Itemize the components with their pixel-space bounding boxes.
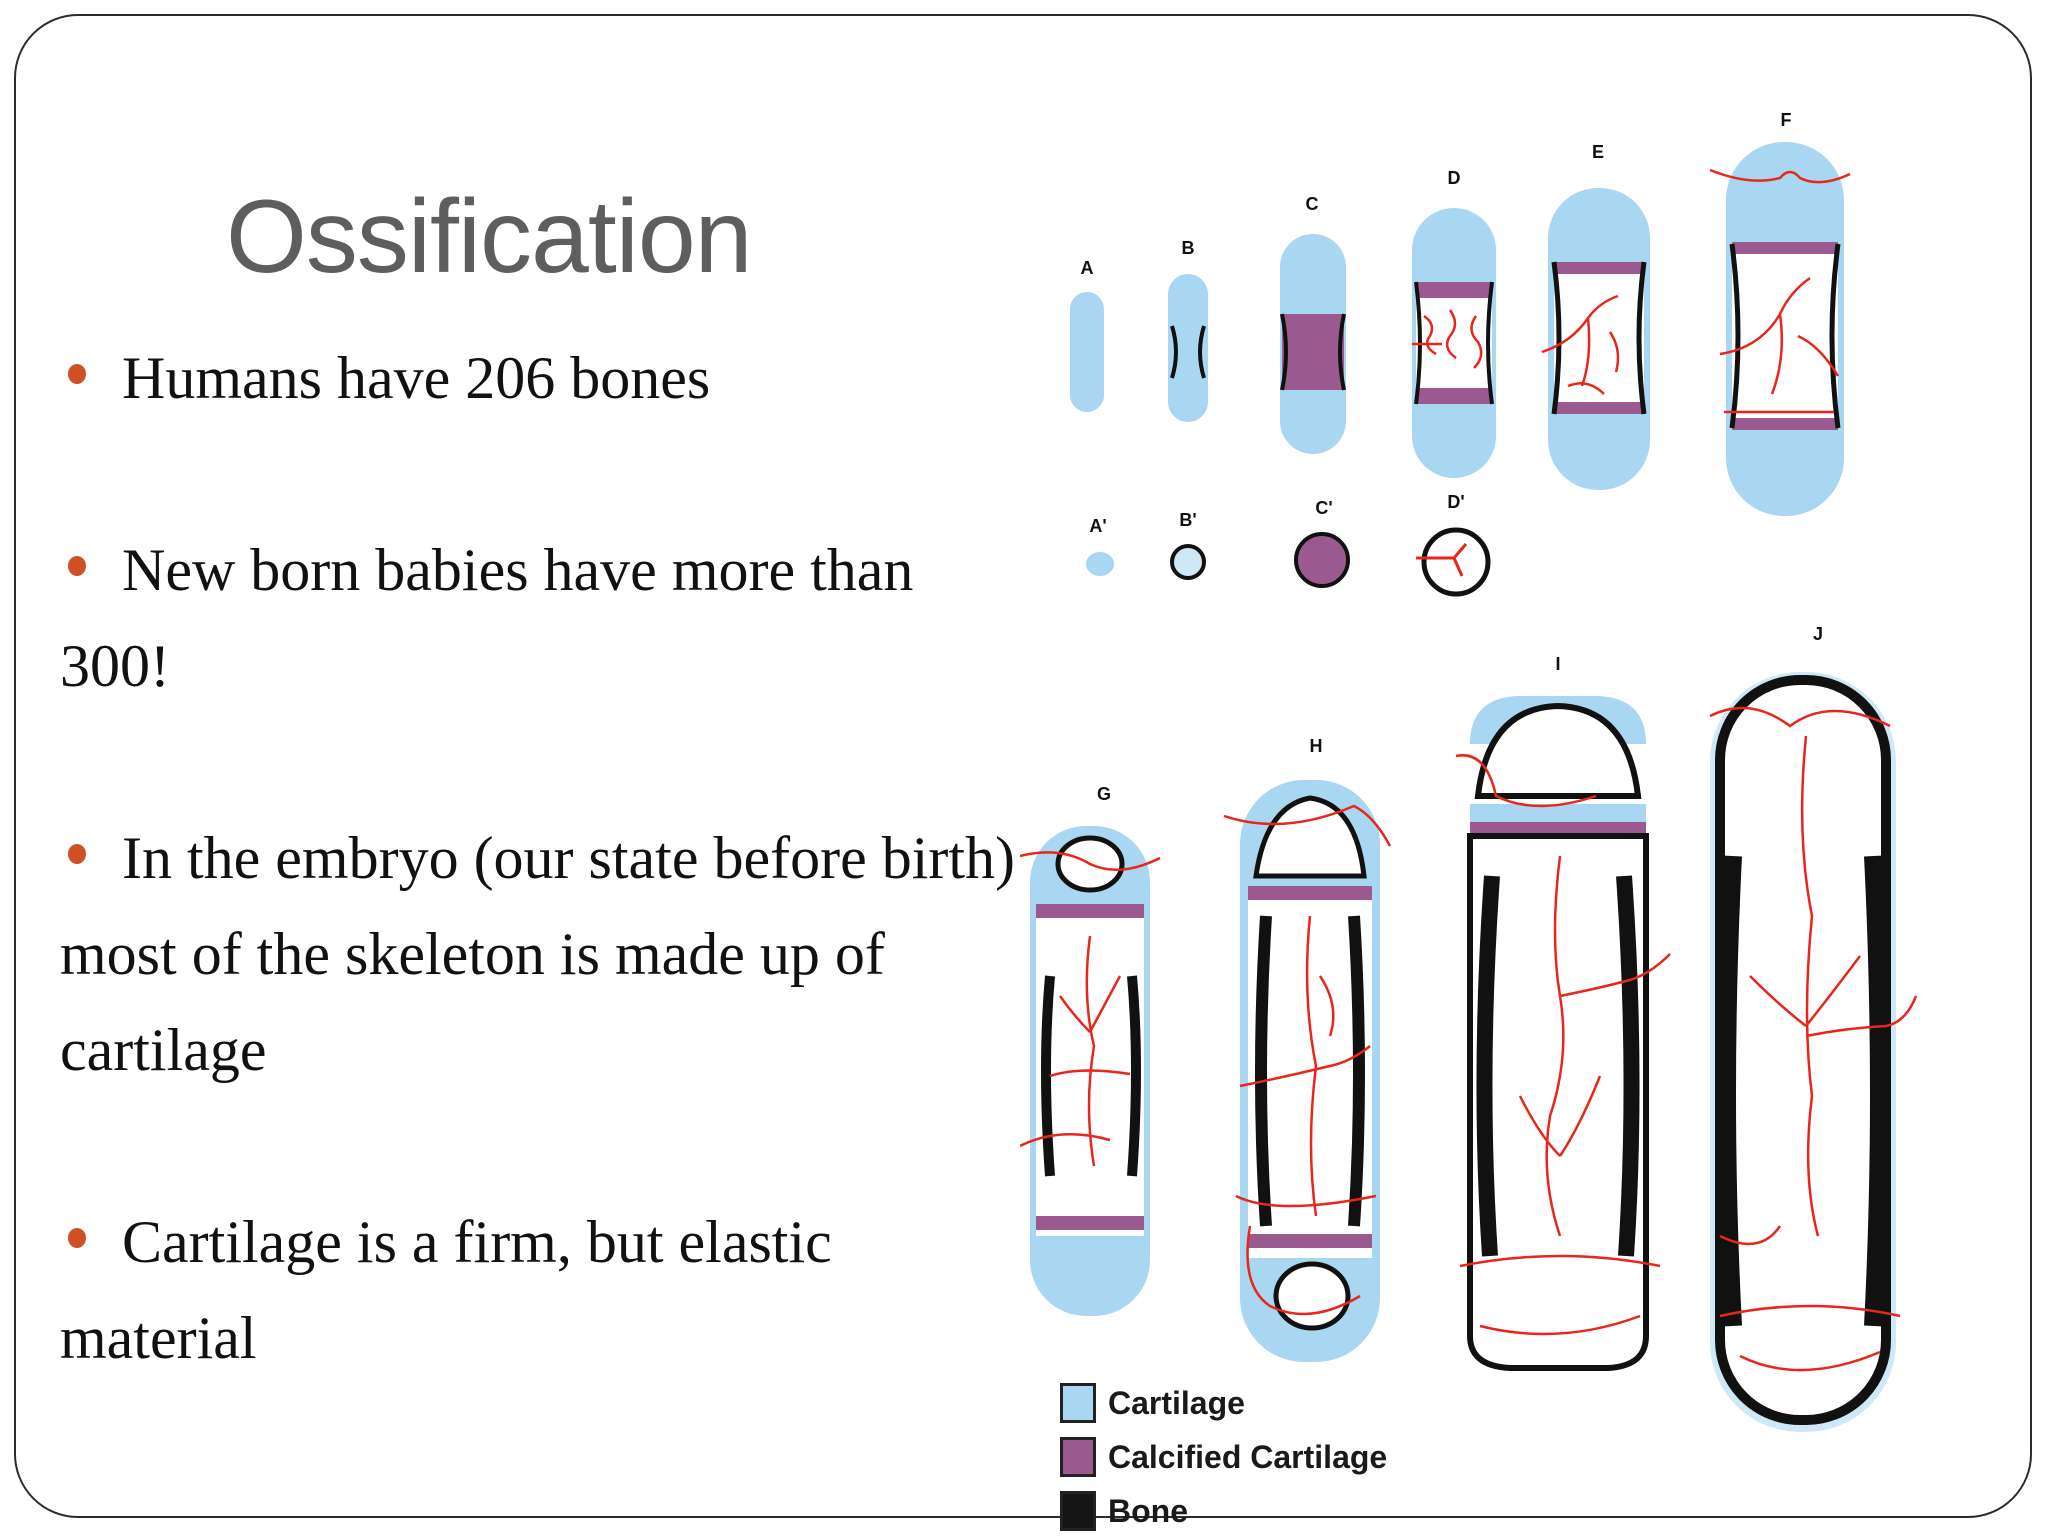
ossification-diagram: A B C D — [1020, 96, 2030, 1532]
stage-e: E — [1541, 142, 1650, 490]
stage-label: J — [1813, 624, 1823, 644]
legend-label: Bone — [1108, 1492, 1188, 1529]
bullet-dot-icon — [68, 364, 86, 384]
stage-b: B — [1168, 238, 1208, 422]
bullet-item: Humans have 206 bones — [60, 330, 1020, 426]
stage-label: B' — [1179, 510, 1196, 530]
stage-h: H — [1223, 736, 1392, 1362]
stage-label: A' — [1089, 516, 1106, 536]
bullet-item: In the embryo (our state before birth) m… — [60, 810, 1020, 1098]
bullet-text: Humans have 206 bones — [122, 345, 711, 411]
stage-label: A — [1081, 258, 1094, 278]
stage-c: C — [1280, 194, 1346, 454]
legend-label: Cartilage — [1108, 1384, 1245, 1421]
legend-item-bone: Bone — [1060, 1484, 1387, 1538]
ossification-stages-illustration: A B C D — [1020, 110, 1918, 1432]
stage-j: J — [1709, 624, 1918, 1432]
legend-label: Calcified Cartilage — [1108, 1438, 1388, 1475]
section-b-prime: B' — [1170, 510, 1206, 580]
calcified-swatch — [1060, 1437, 1096, 1477]
stage-a: A — [1070, 258, 1104, 412]
bullet-item: Cartilage is a firm, but elastic materia… — [60, 1194, 1020, 1386]
slide-title: Ossification — [226, 179, 753, 295]
bullet-dot-icon — [68, 844, 86, 864]
bullet-dot-icon — [68, 556, 86, 576]
stage-label: C' — [1315, 498, 1332, 518]
bullet-text: Cartilage is a firm, but elastic materia… — [60, 1209, 832, 1371]
section-c-prime: C' — [1294, 498, 1350, 588]
stage-label: G — [1097, 784, 1111, 804]
stage-i: I — [1455, 654, 1671, 1371]
stage-label: D — [1448, 168, 1461, 188]
legend-item-cartilage: Cartilage — [1060, 1376, 1387, 1430]
bone-swatch — [1060, 1491, 1096, 1531]
bullet-text: In the embryo (our state before birth) m… — [60, 825, 1015, 1083]
section-d-prime: D' — [1416, 492, 1491, 597]
stage-label: F — [1781, 110, 1792, 130]
slide-frame — [14, 14, 2032, 1518]
stage-label: D' — [1447, 492, 1464, 512]
stage-label: H — [1310, 736, 1323, 756]
figure-legend: Cartilage Calcified Cartilage Bone — [1060, 1376, 1387, 1538]
stage-f: F — [1709, 110, 1851, 516]
bullet-dot-icon — [68, 1228, 86, 1248]
cartilage-swatch — [1060, 1383, 1096, 1423]
stage-d: D — [1412, 168, 1496, 478]
stage-label: C — [1306, 194, 1319, 214]
stage-g: G — [1020, 784, 1161, 1316]
bullet-text: New born babies have more than 300! — [60, 537, 914, 699]
stage-label: B — [1182, 238, 1195, 258]
stage-label: I — [1555, 654, 1560, 674]
legend-item-calcified: Calcified Cartilage — [1060, 1430, 1387, 1484]
stage-label: E — [1592, 142, 1604, 162]
section-a-prime: A' — [1086, 516, 1114, 576]
bullet-item: New born babies have more than 300! — [60, 522, 1020, 714]
